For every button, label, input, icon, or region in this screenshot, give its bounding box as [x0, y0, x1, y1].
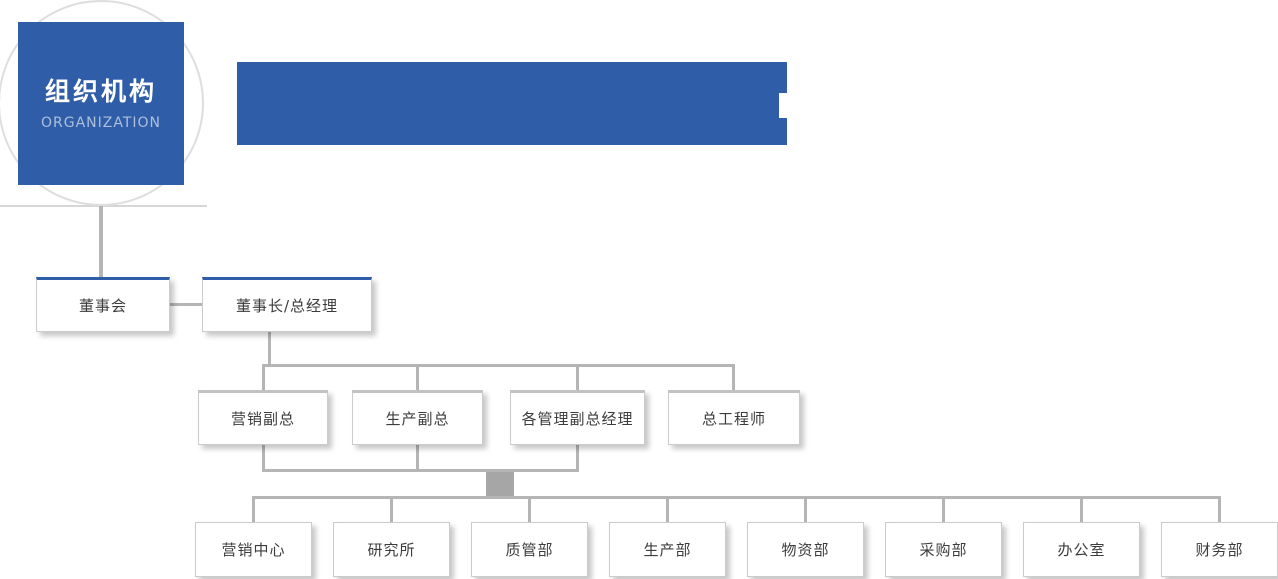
connector-line — [252, 496, 1221, 499]
section-subtitle: ORGANIZATION — [40, 114, 162, 131]
connector-junction — [486, 472, 514, 496]
connector-line — [528, 496, 531, 522]
connector-line — [262, 469, 579, 472]
connector-line — [99, 206, 103, 277]
box-chairman-general-manager: 董事长/总经理 — [202, 277, 372, 332]
section-badge-panel: 组织机构 ORGANIZATION — [18, 22, 184, 185]
box-finance-dept: 财务部 — [1161, 522, 1278, 577]
connector-line — [416, 445, 419, 471]
box-marketing-vp: 营销副总 — [198, 390, 328, 445]
decorative-line — [0, 205, 207, 207]
connector-line — [416, 364, 419, 390]
section-badge: 组织机构 ORGANIZATION — [0, 0, 204, 206]
box-marketing-center: 营销中心 — [195, 522, 312, 577]
banner-notch — [779, 93, 787, 118]
connector-line — [262, 364, 265, 390]
connector-line — [262, 445, 265, 471]
box-production-dept: 生产部 — [609, 522, 726, 577]
box-quality-dept: 质管部 — [471, 522, 588, 577]
section-title: 组织机构 — [44, 77, 157, 107]
box-materials-dept: 物资部 — [747, 522, 864, 577]
connector-line — [170, 303, 202, 306]
connector-line — [252, 496, 255, 522]
box-management-deputy-gms: 各管理副总经理 — [510, 390, 645, 445]
box-chief-engineer: 总工程师 — [668, 390, 800, 445]
box-production-vp: 生产副总 — [352, 390, 483, 445]
connector-line — [666, 496, 669, 522]
connector-line — [576, 364, 579, 390]
box-general-office: 办公室 — [1023, 522, 1140, 577]
box-board-of-directors: 董事会 — [36, 277, 170, 332]
connector-line — [390, 496, 393, 522]
connector-line — [732, 364, 735, 390]
title-banner — [237, 62, 787, 145]
connector-line — [576, 445, 579, 471]
connector-line — [804, 496, 807, 522]
connector-line — [1218, 496, 1221, 522]
connector-line — [1080, 496, 1083, 522]
connector-line — [942, 496, 945, 522]
connector-line — [262, 364, 735, 367]
connector-line — [268, 332, 271, 366]
box-purchasing-dept: 采购部 — [885, 522, 1002, 577]
box-research-institute: 研究所 — [333, 522, 450, 577]
